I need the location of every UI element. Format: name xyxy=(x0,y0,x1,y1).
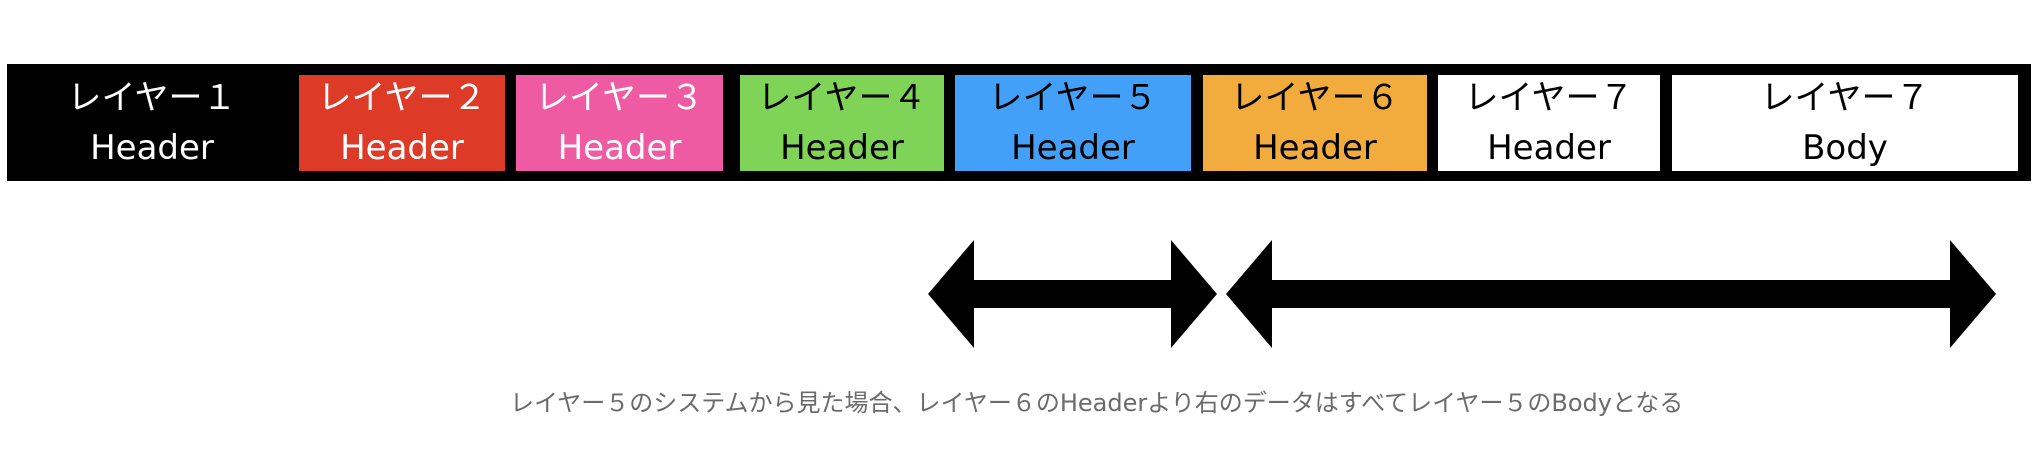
segment-layer7-body: レイヤー７ Body xyxy=(1672,75,2018,171)
segment-layer-name: レイヤー３ xyxy=(535,78,704,118)
segment-layer-name: レイヤー７ xyxy=(1760,78,1930,118)
segment-part-name: Header xyxy=(780,128,904,168)
segment-layer-name: レイヤー１ xyxy=(67,78,237,118)
segment-layer-name: レイヤー７ xyxy=(1464,78,1634,118)
segment-layer2-header: レイヤー２ Header xyxy=(299,75,505,171)
body-span-arrow xyxy=(1226,240,1996,348)
segment-layer3-header: レイヤー３ Header xyxy=(516,75,723,171)
segment-part-name: Body xyxy=(1802,128,1888,168)
segment-part-name: Header xyxy=(340,128,464,168)
segment-layer4-header: レイヤー４ Header xyxy=(740,75,944,171)
segment-layer1-header: レイヤー１ Header xyxy=(18,75,286,171)
segment-part-name: Header xyxy=(1011,128,1135,168)
segment-part-name: Header xyxy=(90,128,214,168)
segment-layer-name: レイヤー２ xyxy=(317,78,487,118)
segment-layer5-header: レイヤー５ Header xyxy=(955,75,1191,171)
segment-part-name: Header xyxy=(1487,128,1611,168)
segment-part-name: Header xyxy=(1253,128,1377,168)
segment-part-name: Header xyxy=(557,128,682,168)
segment-layer6-header: レイヤー６ Header xyxy=(1203,75,1427,171)
segment-layer-name: レイヤー４ xyxy=(757,78,927,118)
header-span-arrow xyxy=(928,240,1217,348)
segment-layer-name: レイヤー６ xyxy=(1230,78,1400,118)
segment-layer-name: レイヤー５ xyxy=(988,78,1158,118)
segment-layer7-header: レイヤー７ Header xyxy=(1438,75,1660,171)
diagram-caption: レイヤー５のシステムから見た場合、レイヤー６のHeaderより右のデータはすべて… xyxy=(510,389,1684,417)
